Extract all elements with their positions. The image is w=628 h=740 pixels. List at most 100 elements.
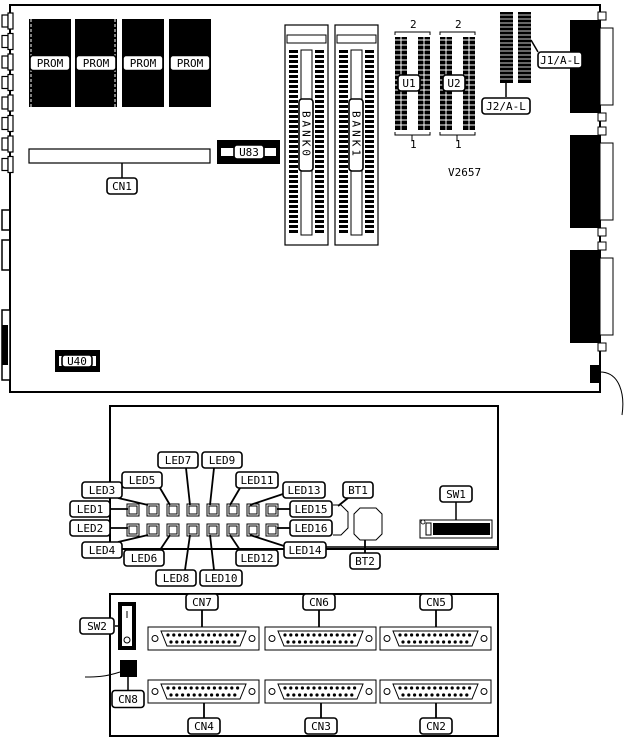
edge-indicator [1, 114, 14, 133]
led11-label: LED11 [235, 471, 279, 489]
label-text: CN8 [118, 693, 138, 706]
label-text: LED9 [209, 454, 236, 467]
leader-line [117, 497, 149, 506]
cn3-label: CN3 [304, 717, 338, 735]
led3-label: LED3 [81, 481, 123, 499]
leader-line [249, 493, 284, 506]
cn7-label: CN7 [185, 593, 219, 611]
led-indicator [206, 523, 220, 537]
label-text: PROM [83, 57, 110, 70]
leader-line [159, 487, 171, 506]
edge-indicator [1, 73, 14, 92]
leader-line [249, 534, 285, 547]
leader-line [229, 534, 241, 551]
leader-line [117, 534, 149, 543]
led1-label: LED1 [69, 500, 111, 518]
led-indicator [206, 503, 220, 517]
sw1-label: SW1 [439, 485, 473, 503]
led-indicator [265, 523, 279, 537]
led-indicator [186, 503, 200, 517]
edge-indicator [1, 53, 14, 71]
label-text: LED2 [77, 522, 104, 535]
edge-indicator [1, 12, 14, 30]
edge-indicator [1, 32, 14, 51]
label-text: BT2 [355, 555, 375, 568]
led13-label: LED13 [282, 481, 326, 499]
bank0-label: BANK0 [298, 98, 314, 172]
label-text: LED3 [89, 484, 116, 497]
u40-label: U40 [61, 354, 93, 368]
led6-label: LED6 [123, 549, 165, 567]
db25-connector [379, 679, 492, 704]
led2-label: LED2 [69, 519, 111, 537]
u2-label: U2 [442, 74, 466, 92]
db25-connector [147, 626, 260, 651]
j1-label: J1/A-L [537, 51, 583, 69]
led-indicator [226, 503, 240, 517]
label-text: LED8 [163, 572, 190, 585]
edge-indicator [1, 155, 14, 174]
led16-label: LED16 [289, 519, 333, 537]
sw2-label: SW2 [79, 617, 115, 635]
label-text: LED6 [131, 552, 158, 565]
cn6-label: CN6 [302, 593, 336, 611]
label-text: PROM [130, 57, 157, 70]
label-text: J2/A-L [486, 100, 526, 113]
label-text: U1 [402, 77, 415, 90]
prom-label: PROM [29, 54, 71, 72]
led-indicator [146, 523, 160, 537]
cn2-label: CN2 [419, 717, 453, 735]
prom-label: PROM [122, 54, 164, 72]
led15-label: LED15 [289, 500, 333, 518]
label-text: U40 [67, 355, 87, 368]
sw1-dip-switch[interactable] [419, 519, 493, 539]
label-text: PROM [177, 57, 204, 70]
cn8-label: CN8 [111, 689, 145, 709]
label-text: LED15 [294, 503, 327, 516]
led-indicator [246, 523, 260, 537]
cn1-connector [28, 148, 211, 164]
label-text: CN3 [311, 720, 331, 733]
label-text: U2 [447, 77, 460, 90]
label-text: CN6 [309, 596, 329, 609]
label-text: LED12 [240, 552, 273, 565]
db25-connector [264, 626, 377, 651]
cn5-label: CN5 [419, 593, 453, 611]
sw2-power-switch[interactable] [118, 602, 136, 650]
label-text: U83 [239, 146, 259, 159]
label-text: LED7 [165, 454, 192, 467]
label-text: J1/A-L [540, 54, 580, 67]
label-text: LED4 [89, 544, 116, 557]
label-text: CN4 [194, 720, 214, 733]
leader-line [209, 467, 215, 506]
pin-label: 2 [455, 18, 462, 31]
edge-indicator [1, 135, 14, 153]
cn1-label: CN1 [106, 177, 138, 195]
db25-connector [379, 626, 492, 651]
edge-indicator [1, 94, 14, 112]
led-indicator [226, 523, 240, 537]
pin-label: 2 [410, 18, 417, 31]
db25-connector [264, 679, 377, 704]
bt2-battery [353, 507, 383, 541]
label-text: CN5 [426, 596, 446, 609]
label-text: SW1 [446, 488, 466, 501]
u1-label: U1 [397, 74, 421, 92]
led4-label: LED4 [81, 541, 123, 559]
db-connector [570, 126, 614, 237]
led-indicator [246, 503, 260, 517]
prom-label: PROM [169, 54, 211, 72]
bt2-label: BT2 [349, 552, 381, 570]
label-text: LED16 [294, 522, 327, 535]
label-text: BT1 [348, 484, 368, 497]
led-indicator [166, 523, 180, 537]
label-text: LED13 [287, 484, 320, 497]
leader-line [229, 487, 241, 506]
leader-line [159, 534, 171, 551]
j2-header [500, 12, 513, 83]
bt1-battery [333, 504, 349, 536]
led-indicator [265, 503, 279, 517]
label-text: SW2 [87, 620, 107, 633]
label-text: LED5 [129, 474, 156, 487]
